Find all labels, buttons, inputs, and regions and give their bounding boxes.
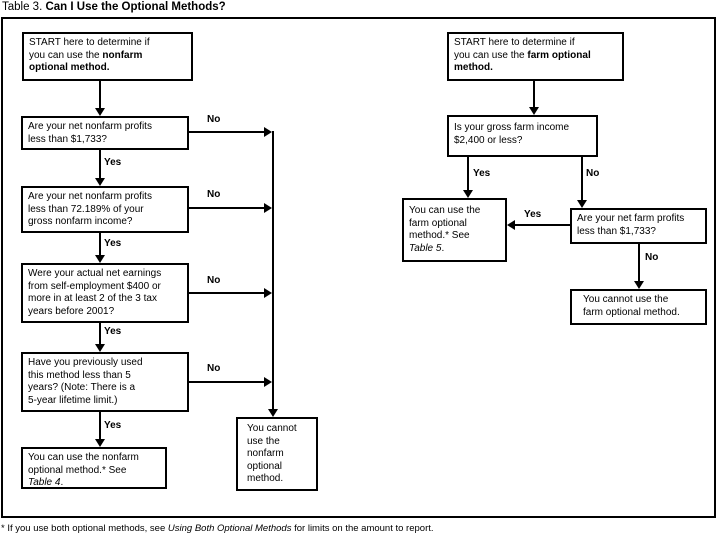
can-nonfarm-text: You can use the nonfarm optional method.… [28,452,139,476]
connector-farm-no-2-down [638,244,640,281]
q-net-farm-profits-text: Are your net farm profits less than $1,7… [577,213,685,237]
box-q-prior-years: Have you previously used this method les… [21,352,189,412]
arrowhead-down-icon [95,439,105,447]
arrowhead-down-icon [529,107,539,115]
start-farm-bold-text: farm optional method. [454,49,591,74]
can-farm-text: You can use the farm optional method.* S… [409,205,481,241]
connector-farm-yes-down [467,157,469,191]
box-q-net-earnings: Were your actual net earnings from self-… [21,263,189,323]
start-farm-text: START here to determine if you can use t… [454,37,575,61]
label-yes-1: Yes [104,157,122,168]
q-net-earnings-text: Were your actual net earnings from self-… [28,268,162,317]
arrowhead-down-icon [577,200,587,208]
label-no-2: No [207,189,221,200]
connector-yes-3 [99,323,101,345]
label-no-3: No [207,275,221,286]
arrowhead-right-icon [264,127,272,137]
connector-no-3 [189,292,265,294]
start-nonfarm-text: START here to determine if you can use t… [29,37,150,61]
label-no-1: No [207,114,221,125]
label-yes-3: Yes [104,326,122,337]
can-farm-period: . [441,242,445,254]
arrowhead-down-icon [268,409,278,417]
arrowhead-right-icon [264,377,272,387]
connector-start-nonfarm-down [99,81,101,109]
label-yes-4: Yes [104,420,122,431]
box-result-can-nonfarm: You can use the nonfarm optional method.… [21,447,167,489]
arrowhead-left-icon [507,220,515,230]
connector-yes-2 [99,233,101,256]
label-no-4: No [207,363,221,374]
arrowhead-down-icon [95,344,105,352]
cannot-farm-text: You cannot use the farm optional method. [583,294,680,318]
q-nonfarm-profits-text: Are your net nonfarm profits less than $… [28,121,152,145]
connector-yes-4 [99,412,101,440]
q-gross-farm-income-text: Is your gross farm income $2,400 or less… [454,122,570,146]
arrowhead-down-icon [634,281,644,289]
connector-yes-1 [99,150,101,179]
footnote-pre: * If you use both optional methods, see [1,523,168,534]
can-farm-table-ref: Table 5 [409,242,442,254]
connector-no-4 [189,381,265,383]
box-start-farm: START here to determine if you can use t… [447,32,624,81]
page-title: Table 3. Can I Use the Optional Methods? [2,1,226,13]
label-yes-2: Yes [104,238,122,249]
label-farm-yes-2: Yes [524,209,542,220]
arrowhead-right-icon [264,288,272,298]
connector-no-collector [272,131,274,409]
cannot-nonfarm-text: You cannot use the nonfarm optional meth… [247,423,297,484]
label-farm-no-1: No [586,168,600,179]
arrowhead-down-icon [463,190,473,198]
box-result-can-farm: You can use the farm optional method.* S… [402,198,507,262]
q-prior-years-text: Have you previously used this method les… [28,357,143,406]
connector-no-2 [189,207,265,209]
connector-farm-yes-left [515,224,570,226]
title-prefix: Table 3. [2,1,46,13]
footnote-post: for limits on the amount to report. [291,523,434,534]
connector-no-1 [189,131,265,133]
q-nonfarm-percent-text: Are your net nonfarm profits less than 7… [28,191,152,227]
label-farm-yes-1: Yes [473,168,491,179]
arrowhead-right-icon [264,203,272,213]
label-farm-no-2: No [645,252,659,263]
box-q-gross-farm-income: Is your gross farm income $2,400 or less… [447,115,598,157]
box-result-cannot-nonfarm: You cannot use the nonfarm optional meth… [236,417,318,491]
start-nonfarm-bold-text: nonfarm optional method. [29,49,143,74]
arrowhead-down-icon [95,178,105,186]
connector-start-farm-down [533,81,535,108]
arrowhead-down-icon [95,108,105,116]
footnote: * If you use both optional methods, see … [1,523,434,534]
can-nonfarm-table-ref: Table 4 [28,477,61,488]
title-main: Can I Use the Optional Methods? [45,1,226,13]
box-q-nonfarm-percent: Are your net nonfarm profits less than 7… [21,186,189,233]
arrowhead-down-icon [95,255,105,263]
box-result-cannot-farm: You cannot use the farm optional method. [570,289,707,325]
footnote-reference: Using Both Optional Methods [167,523,292,534]
can-nonfarm-period: . [60,477,64,488]
box-q-nonfarm-profits: Are your net nonfarm profits less than $… [21,116,189,150]
box-start-nonfarm: START here to determine if you can use t… [22,32,193,81]
connector-farm-no-down [581,157,583,200]
box-q-net-farm-profits: Are your net farm profits less than $1,7… [570,208,707,244]
